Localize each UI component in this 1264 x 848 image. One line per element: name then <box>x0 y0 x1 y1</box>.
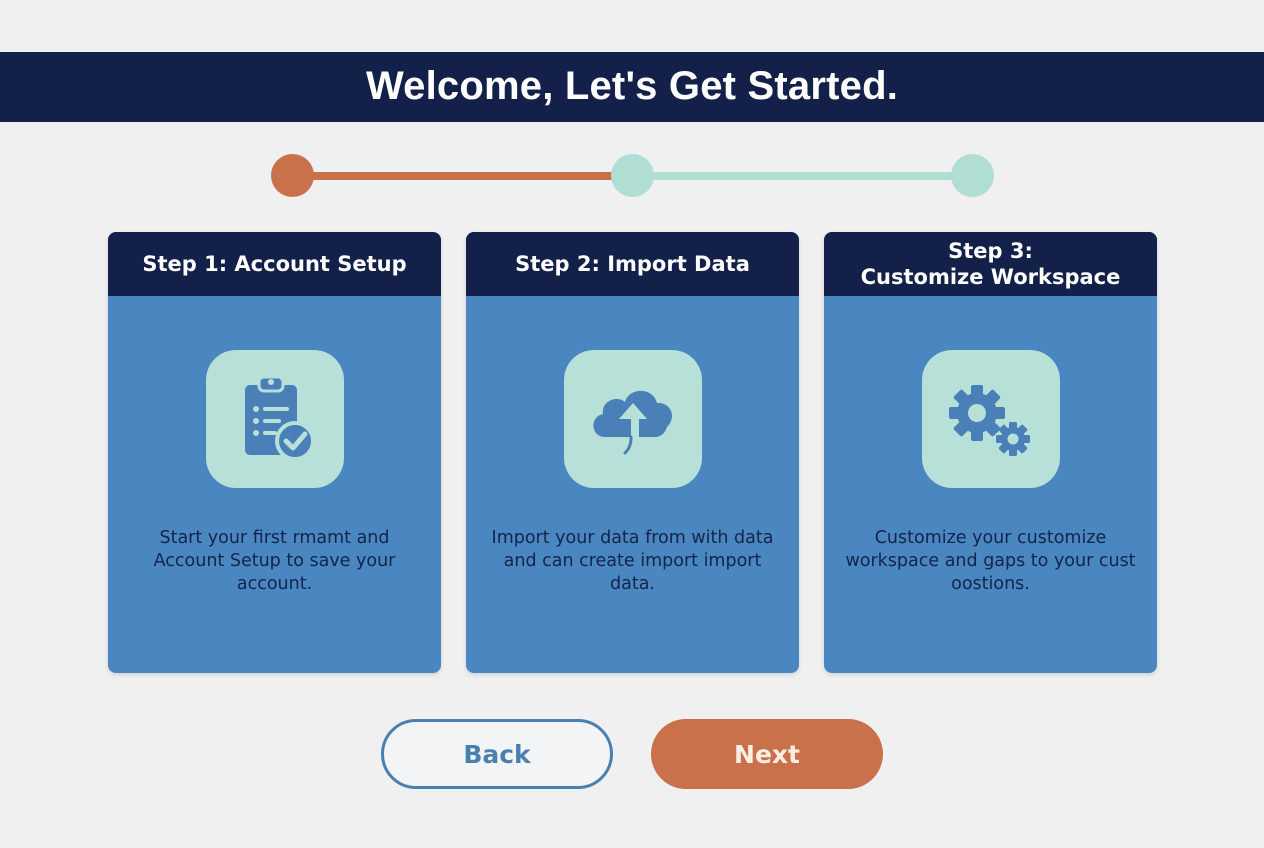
progress-line-complete <box>292 172 634 180</box>
progress-step-3-dot[interactable] <box>951 154 994 197</box>
back-button[interactable]: Back <box>381 719 613 789</box>
card-title-line-2: Customize Workspace <box>860 265 1121 289</box>
gears-icon <box>948 385 1030 456</box>
step-card-import-data[interactable]: Step 2: Import Data Import your data fro… <box>466 232 799 673</box>
progress-step-1-dot[interactable] <box>271 154 314 197</box>
step-card-account-setup[interactable]: Step 1: Account Setup Start your first r… <box>108 232 441 673</box>
card-header: Step 1: Account Setup <box>108 232 441 296</box>
cloud-upload-icon <box>592 390 672 455</box>
icon-tile <box>921 350 1060 488</box>
step-card-customize-workspace[interactable]: Step 3: Customize Workspace <box>824 232 1157 673</box>
card-title: Step 2: Import Data <box>515 252 750 276</box>
progress-step-2-dot[interactable] <box>611 154 654 197</box>
clipboard-check-icon <box>244 375 315 461</box>
header-band: Welcome, Let's Get Started. <box>0 52 1264 122</box>
card-description: Import your data from with data and can … <box>491 528 774 594</box>
card-header: Step 3: Customize Workspace <box>824 232 1157 296</box>
card-header: Step 2: Import Data <box>466 232 799 296</box>
page-title: Welcome, Let's Get Started. <box>365 63 899 108</box>
progress-line-pending <box>632 172 974 180</box>
card-title-line-1: Step 3: <box>948 239 1033 263</box>
card-description: Customize your customize workspace and g… <box>845 528 1136 594</box>
card-title: Step 1: Account Setup <box>142 252 407 276</box>
next-button[interactable]: Next <box>651 719 883 789</box>
icon-tile <box>563 350 702 488</box>
card-description: Start your first rmamt and Account Setup… <box>153 528 396 594</box>
icon-tile <box>205 350 344 488</box>
